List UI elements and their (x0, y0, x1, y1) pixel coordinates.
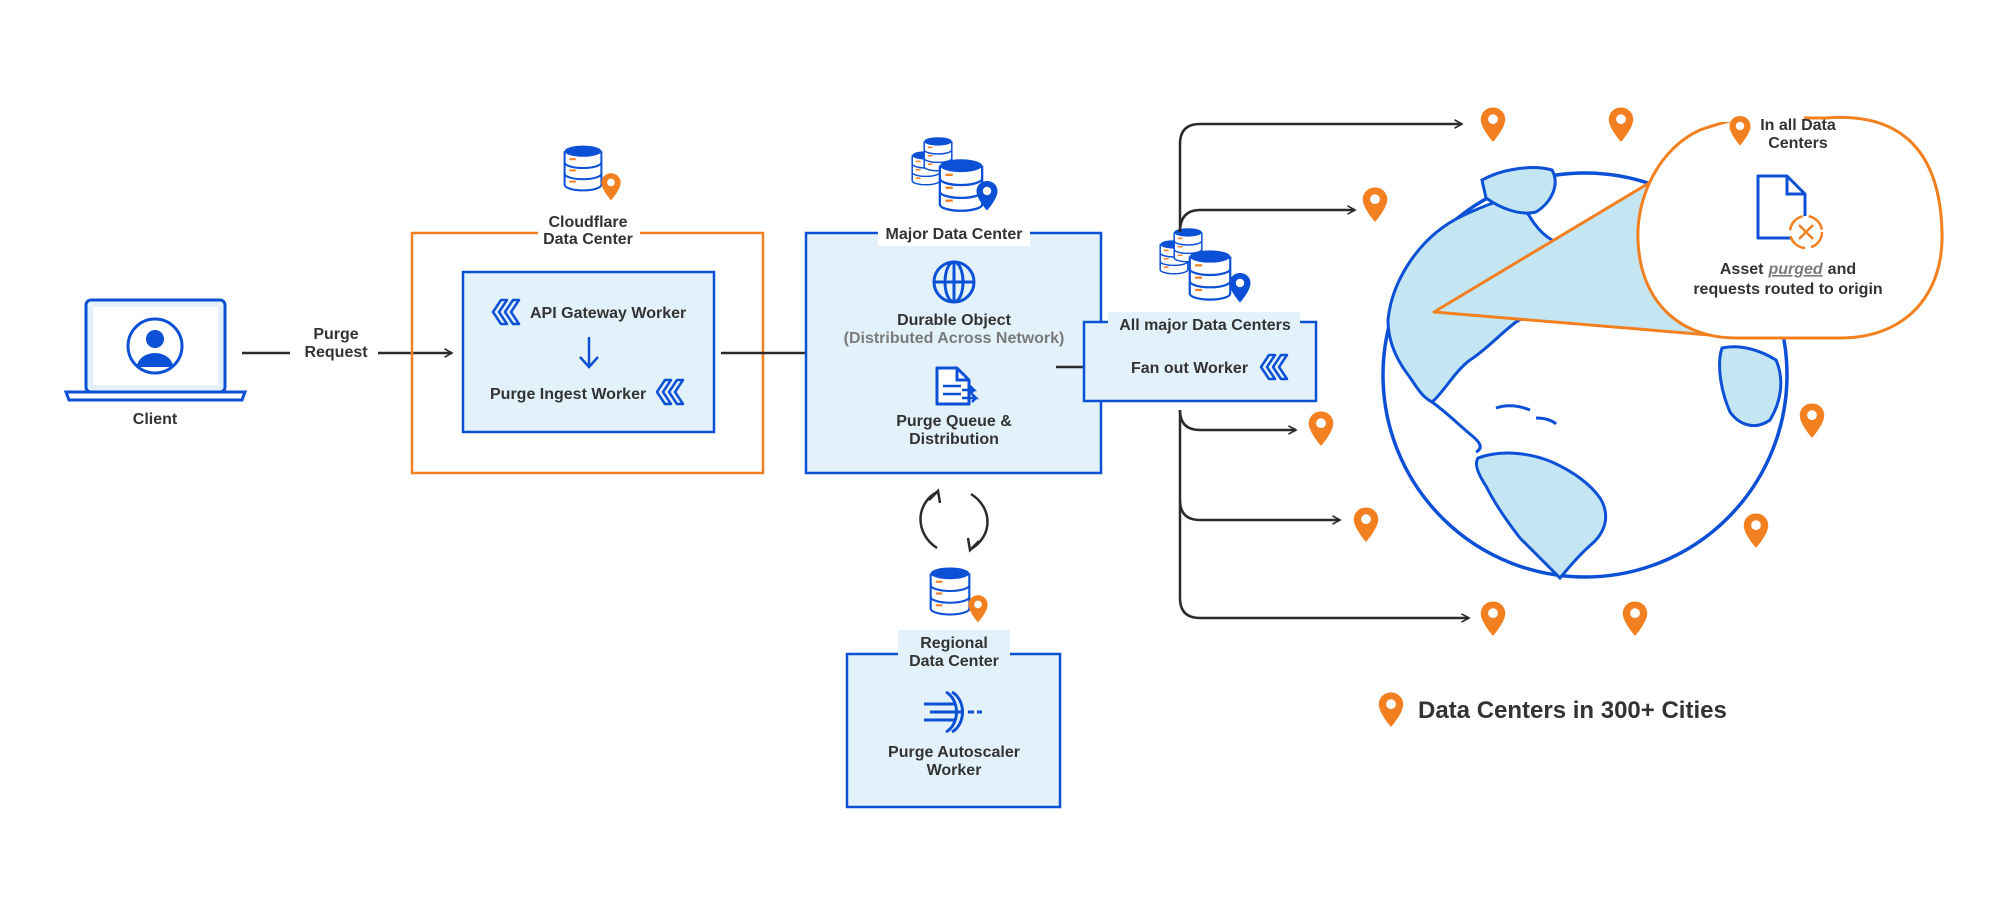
location-pin-icon (968, 595, 988, 623)
client-laptop-icon (63, 298, 248, 402)
legend-pin-icon (1378, 692, 1404, 727)
purge-request-label-2: Request (304, 344, 368, 361)
callout-title-bg (1720, 112, 1804, 122)
database-icon (938, 158, 984, 212)
city-pin-icon (1608, 107, 1634, 142)
globe-grid-icon (932, 260, 976, 304)
all-major-dc-title: All major Data Centers (1119, 317, 1291, 334)
cloudflare-dc-title-1: Cloudflare (548, 214, 627, 231)
major-dc-title-bg (878, 222, 1030, 246)
data-centers-legend-label: Data Centers in 300+ Cities (1418, 697, 1727, 724)
location-pin-icon (1229, 273, 1251, 303)
cloudflare-dc-title-bg (538, 214, 640, 250)
location-pin-icon (601, 173, 621, 201)
purge-queue-label-2: Distribution (909, 431, 999, 448)
purge-ingest-worker-label: Purge Ingest Worker (490, 386, 646, 403)
database-icon (563, 144, 603, 192)
major-dc-title: Major Data Center (886, 226, 1023, 243)
city-pin-icon (1353, 507, 1379, 542)
database-icon (929, 566, 971, 616)
regional-dc-title-bg (898, 630, 1010, 670)
cloudflare-dc-title-2: Data Center (543, 231, 633, 248)
durable-object-label: Durable Object (897, 312, 1011, 329)
database-icon (1188, 249, 1232, 301)
api-gateway-worker-label: API Gateway Worker (530, 305, 686, 322)
city-pin-icon (1743, 513, 1769, 548)
purged-file-icon (1756, 174, 1824, 250)
callout-origin-line: requests routed to origin (1693, 281, 1882, 298)
fanout-connectors (1178, 124, 1469, 618)
city-pin-icon (1362, 187, 1388, 222)
city-pin-icon (1622, 601, 1648, 636)
queue-document-icon (935, 366, 980, 406)
callout-title-1: In all Data (1760, 117, 1836, 134)
autoscaler-worker-label-1: Purge Autoscaler (888, 744, 1020, 761)
regional-dc-title-2: Data Center (909, 653, 999, 670)
city-pin-icon (1308, 411, 1334, 446)
sync-cycle-icon (919, 488, 989, 553)
client-label: Client (133, 411, 178, 428)
city-pin-icon (1480, 601, 1506, 636)
callout-title-2: Centers (1768, 135, 1828, 152)
durable-object-subtitle: (Distributed Across Network) (844, 330, 1065, 347)
city-pin-icon (1480, 107, 1506, 142)
autoscaler-worker-label-2: Worker (927, 762, 982, 779)
all-major-title-bg (1108, 312, 1300, 336)
purge-queue-label-1: Purge Queue & (896, 413, 1012, 430)
city-pin-icon (1799, 403, 1825, 438)
fanout-worker-label: Fan out Worker (1131, 360, 1248, 377)
regional-dc-title-1: Regional (920, 635, 988, 652)
purge-request-label-1: Purge (313, 326, 358, 343)
autoscaler-speed-icon (924, 690, 982, 734)
